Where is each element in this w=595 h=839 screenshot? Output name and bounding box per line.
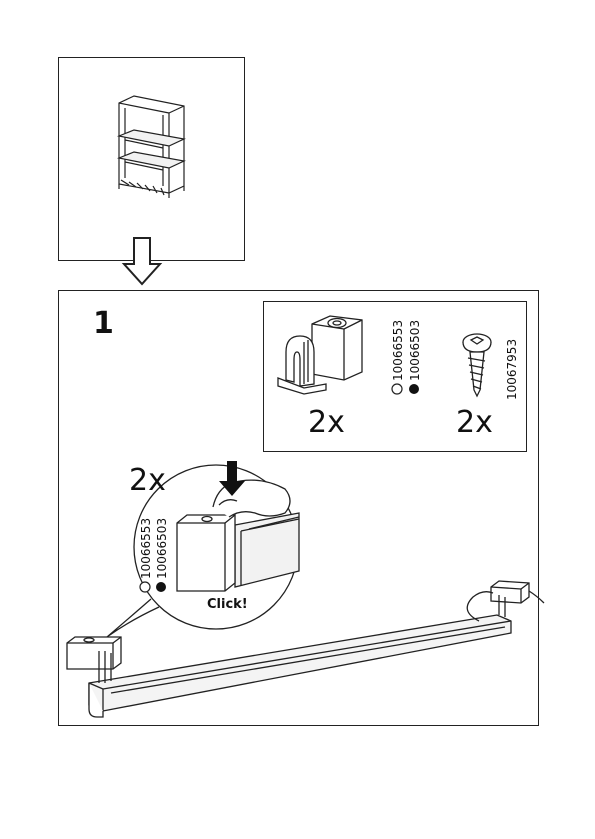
cabinet-illustration: [59, 58, 246, 262]
detail-white-option-icon: [140, 582, 150, 592]
click-label: Click!: [207, 597, 248, 612]
detail-black-option-icon: [156, 582, 166, 592]
overview-frame: [58, 57, 245, 261]
rail-assembly-illustration: [59, 291, 540, 727]
detail-quantity: 2x: [129, 463, 166, 498]
step-frame: 1: [58, 290, 539, 726]
detail-part-number-black: 10066503: [155, 518, 169, 579]
detail-part-number-white: 10066553: [139, 518, 153, 579]
